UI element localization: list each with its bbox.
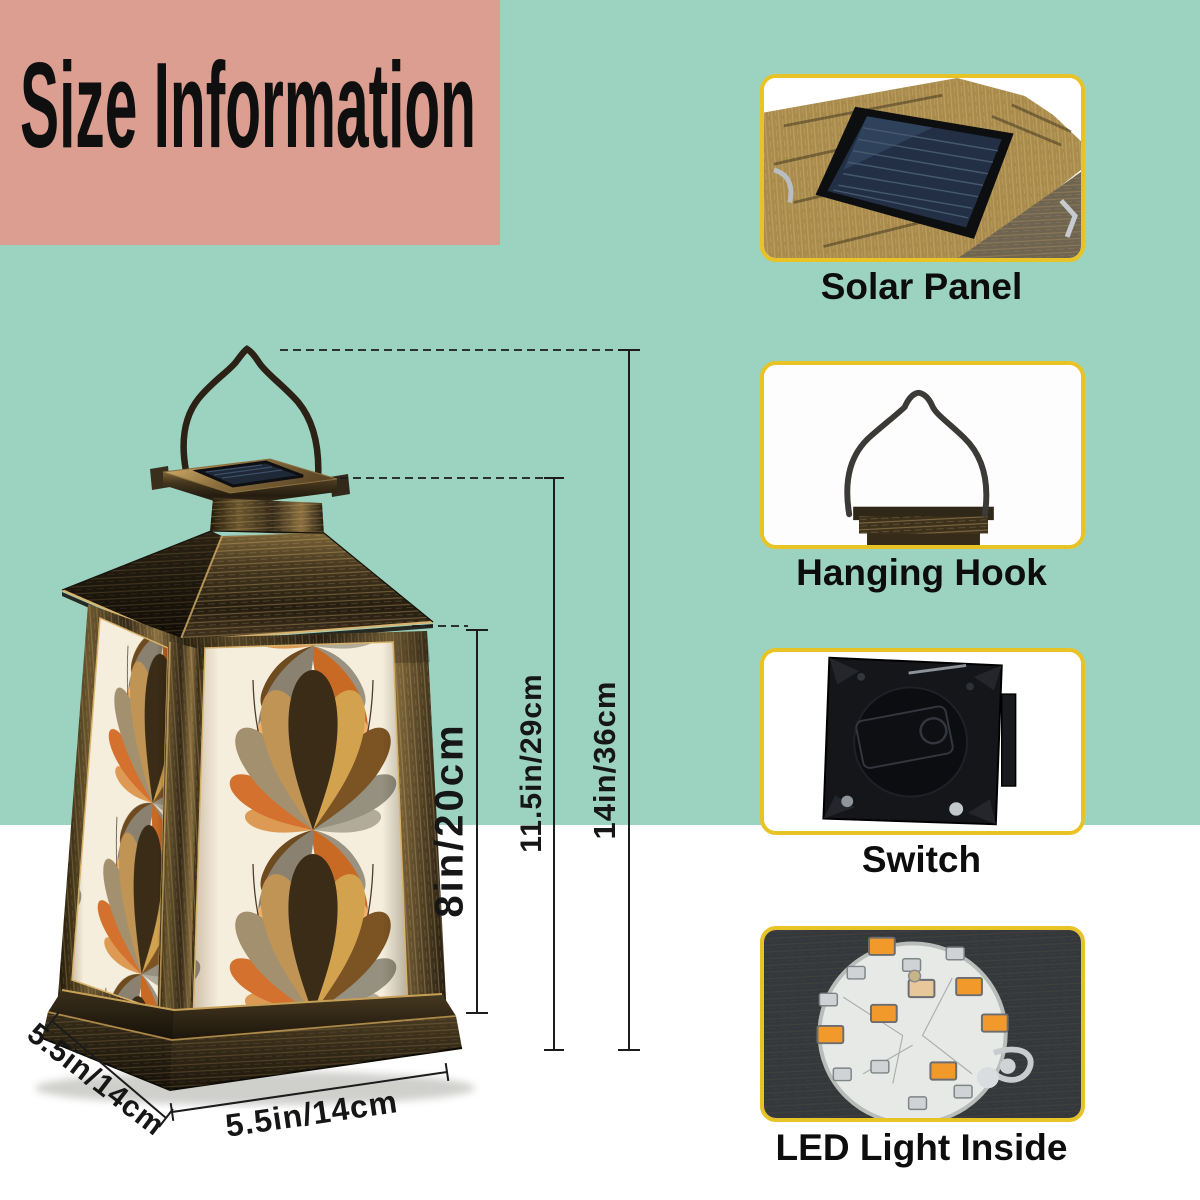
base-depth-line bbox=[44, 1011, 174, 1128]
panel-height-line bbox=[466, 629, 488, 1014]
solder-pads bbox=[818, 946, 973, 1111]
solar-cap bbox=[150, 458, 350, 506]
body-height-label: 11.5in/29cm bbox=[515, 673, 548, 852]
dimension-leader-dashes bbox=[280, 349, 622, 627]
led-light-photo bbox=[760, 926, 1085, 1122]
base-width-line bbox=[169, 1062, 450, 1122]
total-height-line bbox=[618, 349, 640, 1051]
battery-cover bbox=[855, 705, 954, 769]
hanging-hook-photo bbox=[760, 361, 1085, 549]
lantern-base bbox=[41, 989, 463, 1092]
led-chips bbox=[816, 936, 1009, 1081]
solar-panel-photo bbox=[760, 74, 1085, 262]
lantern-body bbox=[58, 604, 447, 1029]
lantern-illustration bbox=[41, 345, 463, 1092]
hook-wire-end-icon bbox=[773, 167, 794, 203]
dimension-lines bbox=[44, 349, 640, 1128]
hanging-hook-wire bbox=[180, 345, 322, 484]
page-title: Size Information bbox=[20, 37, 476, 173]
led-light-photo-art bbox=[764, 930, 1081, 1118]
header-banner: Size Information bbox=[0, 0, 500, 245]
solar-panel-photo-art bbox=[764, 78, 1081, 258]
body-height-line bbox=[544, 477, 564, 1051]
led-light-caption: LED Light Inside bbox=[775, 1127, 1068, 1168]
switch-photo-art bbox=[764, 652, 1081, 831]
switch-caption: Switch bbox=[861, 839, 982, 880]
switch-photo bbox=[760, 648, 1085, 835]
hanging-hook-photo-art bbox=[764, 365, 1081, 545]
panel-height-label: 8in/20cm bbox=[428, 722, 472, 917]
lantern-roof bbox=[61, 530, 434, 648]
title-graphic: Size Information bbox=[20, 37, 476, 173]
hook-wire-icon bbox=[844, 389, 990, 518]
hanging-hook-caption: Hanging Hook bbox=[796, 552, 1047, 593]
solar-panel-caption: Solar Panel bbox=[820, 266, 1023, 307]
total-height-label: 14in/36cm bbox=[587, 681, 622, 840]
